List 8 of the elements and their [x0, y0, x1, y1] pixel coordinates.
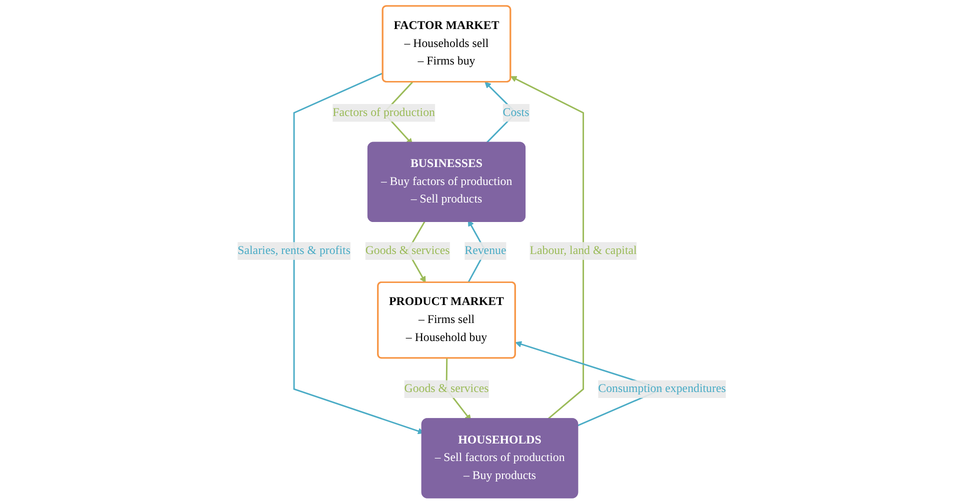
edge-label: Consumption expenditures	[598, 382, 726, 396]
edge-label: Goods & services	[404, 382, 489, 396]
edge-label: Goods & services	[365, 244, 450, 257]
edge-label: Salaries, rents & profits	[237, 244, 350, 257]
edge-label: Costs	[502, 106, 529, 119]
edge-label: Labour, land & capital	[530, 244, 637, 257]
edge-label: Factors of production	[332, 106, 435, 119]
edge-label: Revenue	[464, 244, 506, 257]
